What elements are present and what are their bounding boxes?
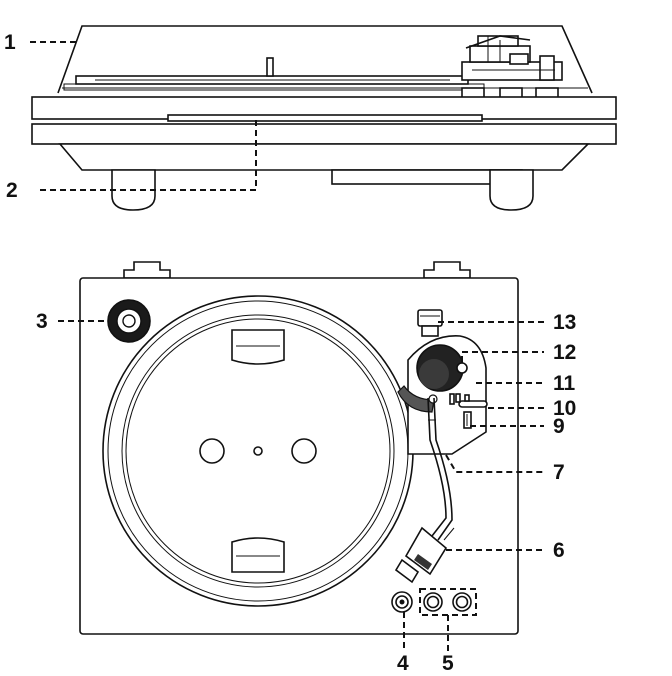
tonearm-base	[397, 335, 488, 455]
callout-4: 4	[397, 652, 409, 675]
front-spindle	[266, 57, 274, 77]
lift-lever	[458, 400, 488, 408]
anti-skate-knob	[456, 362, 468, 374]
callout-10: 10	[553, 397, 576, 420]
callout-5: 5	[442, 652, 454, 675]
platter	[102, 295, 414, 607]
top-view	[79, 261, 519, 635]
callout-3: 3	[36, 310, 48, 333]
callout-2: 2	[6, 179, 18, 202]
spindle	[253, 446, 263, 456]
callout-12: 12	[553, 341, 576, 364]
leader-lines	[30, 41, 544, 652]
callout-11: 11	[553, 372, 576, 395]
callout-9: 9	[553, 415, 565, 438]
adapter-45rpm	[107, 299, 151, 343]
speed-buttons	[419, 588, 477, 616]
callout-6: 6	[553, 539, 565, 562]
callout-7: 7	[553, 461, 565, 484]
counterweight	[417, 309, 443, 337]
headshell	[394, 526, 455, 584]
dust-cover	[57, 25, 593, 94]
front-foot-right	[489, 169, 534, 211]
hinge-left	[123, 261, 171, 279]
callout-labels: 1 2 3 4 5 6 7 9 10 11 12 13	[4, 31, 576, 675]
callout-1: 1	[4, 31, 16, 54]
front-plinth-bottom	[31, 123, 617, 145]
front-base	[58, 143, 590, 171]
callout-13: 13	[553, 311, 576, 334]
hinge-right	[423, 261, 471, 279]
power-button	[391, 591, 413, 613]
tonearm	[433, 397, 453, 541]
front-view	[31, 25, 617, 211]
front-tonearm-assembly	[461, 35, 563, 81]
front-speed-indicator	[167, 114, 483, 122]
